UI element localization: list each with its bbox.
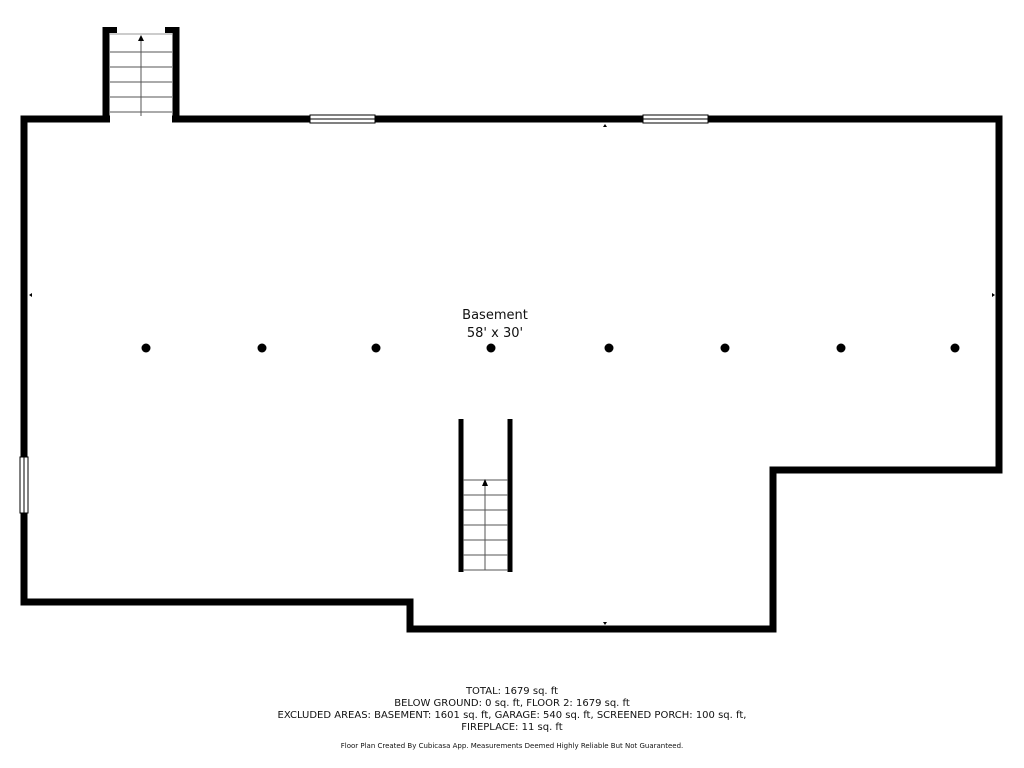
stair-up-arrow-icon [138,35,144,41]
dimension-marker-right [992,293,995,297]
total-area: TOTAL: 1679 sq. ft [465,686,559,697]
support-column [836,343,846,353]
dimension-marker-bottom [603,622,607,625]
support-column [720,343,730,353]
support-columns [141,343,960,353]
room-name: Basement [462,308,528,323]
support-column [486,343,496,353]
room-dimensions: 58' x 30' [467,326,523,341]
exterior-wall [20,115,1003,633]
below-ground-area: BELOW GROUND: 0 sq. ft, FLOOR 2: 1679 sq… [394,698,630,709]
credit-note: Floor Plan Created By Cubicasa App. Meas… [340,742,684,750]
support-column [371,343,381,353]
fireplace-area: FIREPLACE: 11 sq. ft [461,722,563,733]
support-column [257,343,267,353]
excluded-areas: EXCLUDED AREAS: BASEMENT: 1601 sq. ft, G… [277,710,747,721]
dimension-marker-top [603,124,607,127]
window-left [19,456,29,514]
support-column [604,343,614,353]
support-column [950,343,960,353]
interior-staircase [458,419,513,572]
top-stairwell [102,27,180,124]
support-column [141,343,151,353]
stair-up-arrow-icon [482,479,488,486]
window-top-right [642,114,709,124]
dimension-marker-left [29,293,32,297]
window-top-left [309,114,376,124]
